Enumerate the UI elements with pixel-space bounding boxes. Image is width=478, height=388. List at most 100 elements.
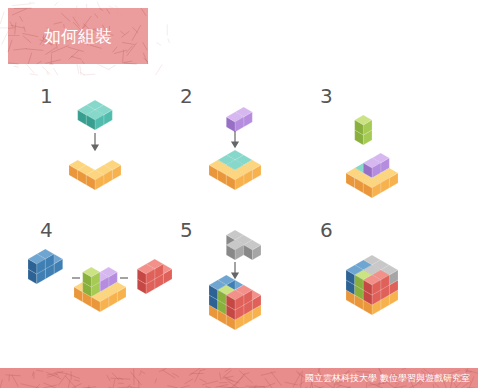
cube-face bbox=[155, 264, 164, 279]
sketch-stroke bbox=[8, 375, 10, 381]
sketch-stroke bbox=[0, 12, 4, 24]
step-number: 6 bbox=[320, 220, 333, 240]
cube-face bbox=[363, 120, 372, 135]
cube-face bbox=[235, 175, 244, 190]
sketch-stroke bbox=[305, 387, 307, 388]
sketch-stroke bbox=[8, 40, 12, 53]
sketch-stroke bbox=[245, 386, 265, 388]
sketch-stroke bbox=[356, 371, 371, 373]
sketch-stroke bbox=[202, 381, 218, 385]
cube-face bbox=[209, 285, 218, 300]
sketch-stroke bbox=[36, 370, 43, 371]
cube-face bbox=[117, 287, 126, 302]
sketch-stroke bbox=[141, 8, 146, 16]
sketch-stroke bbox=[200, 369, 206, 370]
sketch-stroke bbox=[113, 379, 115, 388]
sketch-stroke bbox=[68, 47, 84, 51]
arrow-head bbox=[232, 142, 238, 147]
sketch-stroke bbox=[65, 376, 76, 388]
sketch-stroke bbox=[24, 26, 26, 31]
sketch-stroke bbox=[319, 387, 324, 388]
cube-face bbox=[28, 259, 37, 274]
sketch-stroke bbox=[223, 370, 232, 377]
cube-face bbox=[86, 115, 95, 130]
cube-face bbox=[226, 245, 235, 260]
sketch-stroke bbox=[172, 373, 179, 377]
cube-face bbox=[244, 245, 253, 260]
sketch-stroke bbox=[118, 383, 124, 384]
cube-face bbox=[381, 178, 390, 193]
cube-face bbox=[137, 269, 146, 284]
sketch-stroke bbox=[167, 24, 168, 35]
cube-face bbox=[252, 245, 261, 260]
sketch-stroke bbox=[220, 387, 234, 388]
cube-pieces bbox=[28, 100, 398, 330]
sketch-stroke bbox=[334, 383, 335, 388]
sketch-stroke bbox=[86, 387, 96, 388]
sketch-stroke bbox=[82, 16, 91, 28]
sketch-stroke bbox=[95, 14, 98, 18]
sketch-stroke bbox=[54, 22, 63, 24]
sketch-stroke bbox=[402, 368, 406, 370]
sketch-stroke bbox=[112, 373, 119, 380]
step-number: 1 bbox=[40, 86, 53, 106]
cube-face bbox=[372, 280, 381, 295]
sketch-stroke bbox=[299, 381, 305, 385]
sketch-stroke bbox=[111, 378, 131, 379]
sketch-stroke bbox=[8, 35, 19, 36]
cube-face bbox=[244, 112, 253, 127]
cube-face bbox=[252, 165, 261, 180]
cube-face bbox=[218, 170, 227, 185]
sketch-stroke bbox=[55, 372, 59, 376]
sketch-stroke bbox=[107, 9, 110, 14]
sketch-stroke bbox=[127, 43, 137, 56]
sketch-stroke bbox=[14, 66, 19, 67]
cube-face bbox=[83, 272, 92, 287]
drop-arrows bbox=[72, 131, 238, 278]
sketch-stroke bbox=[21, 384, 40, 388]
cube-face bbox=[109, 292, 118, 307]
cube-face bbox=[252, 295, 261, 310]
sketch-stroke bbox=[49, 63, 53, 64]
cube-face bbox=[346, 270, 355, 285]
sketch-stroke bbox=[100, 8, 104, 10]
arrow-head bbox=[232, 273, 238, 278]
sketch-stroke bbox=[127, 384, 130, 388]
sketch-stroke bbox=[12, 9, 27, 15]
drop-arrow bbox=[234, 262, 235, 274]
sketch-stroke bbox=[43, 35, 44, 40]
sketch-stroke bbox=[225, 368, 231, 371]
footer-credit: 國立雲林科技大學 數位學習與遊戲研究室 bbox=[305, 374, 470, 383]
sketch-stroke bbox=[433, 384, 435, 388]
sketch-stroke bbox=[466, 371, 472, 372]
sketch-stroke bbox=[167, 386, 178, 388]
sketch-stroke bbox=[467, 387, 475, 388]
sketch-stroke bbox=[249, 387, 265, 388]
cube-face bbox=[209, 165, 218, 180]
sketch-stroke bbox=[234, 373, 245, 387]
slide-title: 如何組裝 bbox=[44, 28, 112, 45]
sketch-stroke bbox=[71, 56, 82, 59]
sketch-stroke bbox=[28, 53, 32, 64]
sketch-stroke bbox=[82, 61, 85, 64]
drop-arrow bbox=[234, 131, 235, 143]
sketch-stroke bbox=[33, 372, 34, 379]
cube-face bbox=[95, 115, 104, 130]
sketch-stroke bbox=[46, 47, 57, 54]
cube-face bbox=[54, 259, 63, 274]
sketch-stroke bbox=[118, 387, 132, 388]
cube-face bbox=[235, 117, 244, 132]
cube-face bbox=[112, 165, 121, 180]
sketch-stroke bbox=[314, 386, 321, 388]
sketch-stroke bbox=[23, 33, 39, 36]
sketch-stroke bbox=[296, 371, 300, 374]
sketch-stroke bbox=[155, 378, 157, 383]
sketch-stroke bbox=[114, 50, 127, 54]
sketch-stroke bbox=[30, 2, 35, 3]
sketch-stroke bbox=[435, 383, 440, 387]
footer-sketch bbox=[0, 368, 478, 388]
sketch-stroke bbox=[228, 381, 238, 388]
sketch-stroke bbox=[155, 65, 162, 76]
sketch-stroke bbox=[44, 383, 56, 388]
